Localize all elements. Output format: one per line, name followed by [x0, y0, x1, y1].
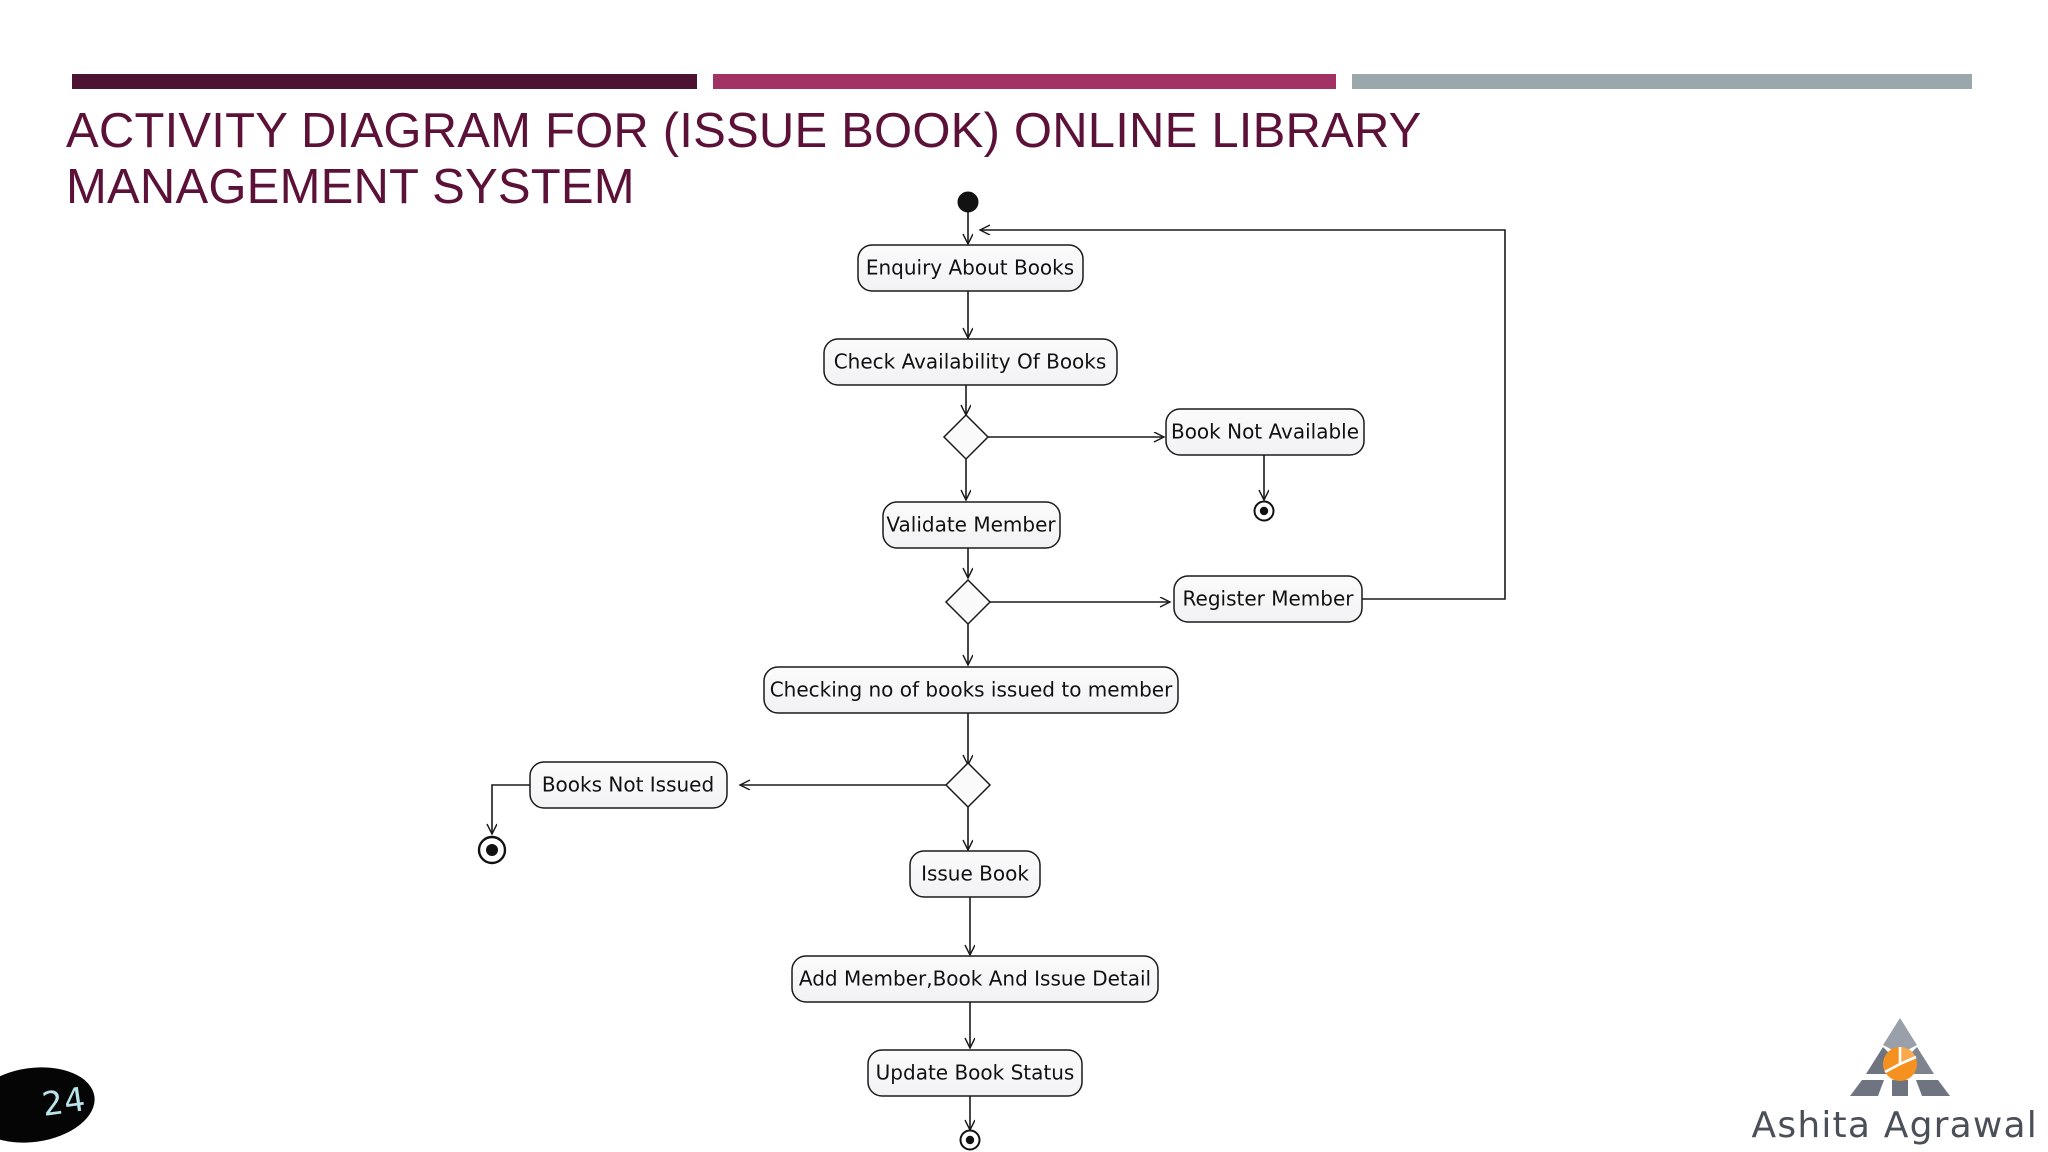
edge-register-enquiry-loop: [980, 230, 1506, 600]
label-register-member: Register Member: [1183, 587, 1355, 611]
node-enquiry-about-books: [857, 244, 1084, 292]
decision-node-availability: [942, 413, 990, 461]
header-bar-dark: [72, 74, 697, 89]
label-books-not-issued: Books Not Issued: [542, 773, 714, 797]
label-book-not-available: Book Not Available: [1171, 420, 1359, 444]
label-checking-no-of-books: Checking no of books issued to member: [770, 678, 1173, 702]
page-number: 24: [39, 1079, 89, 1124]
node-issue-book: [909, 850, 1041, 898]
page-title: ACTIVITY DIAGRAM FOR (ISSUE BOOK) ONLINE…: [66, 104, 1422, 214]
node-checking-no-of-books: [763, 666, 1179, 714]
node-validate-member: [882, 501, 1061, 549]
label-check-availability: Check Availability Of Books: [834, 350, 1107, 374]
final-node-book-not-available: [1253, 500, 1275, 522]
node-book-not-available: [1165, 408, 1365, 456]
label-enquiry-about-books: Enquiry About Books: [866, 256, 1074, 280]
header-bar-light: [1352, 74, 1972, 89]
label-validate-member: Validate Member: [886, 513, 1056, 537]
label-issue-book: Issue Book: [921, 862, 1029, 886]
node-check-availability: [823, 338, 1118, 386]
initial-node: [957, 191, 979, 213]
final-node-main-flow: [959, 1129, 981, 1151]
node-register-member: [1173, 575, 1363, 623]
triangle-a-logo-icon: [1850, 1018, 1950, 1096]
label-add-member-book-issue-detail: Add Member,Book And Issue Detail: [799, 967, 1151, 991]
decision-node-issue-limit: [944, 761, 992, 809]
brand-logo: Ashita Agrawal: [1738, 1018, 2038, 1148]
decision-node-membership: [944, 578, 992, 626]
node-add-member-book-issue-detail: [791, 955, 1159, 1003]
header-bar-mid: [713, 74, 1336, 89]
brand-name: Ashita Agrawal: [1751, 1105, 2038, 1146]
final-node-books-not-issued: [477, 835, 507, 865]
node-books-not-issued: [529, 761, 728, 809]
node-update-book-status: [867, 1049, 1083, 1097]
edge-notissued-end: [492, 784, 535, 834]
label-update-book-status: Update Book Status: [876, 1061, 1075, 1085]
